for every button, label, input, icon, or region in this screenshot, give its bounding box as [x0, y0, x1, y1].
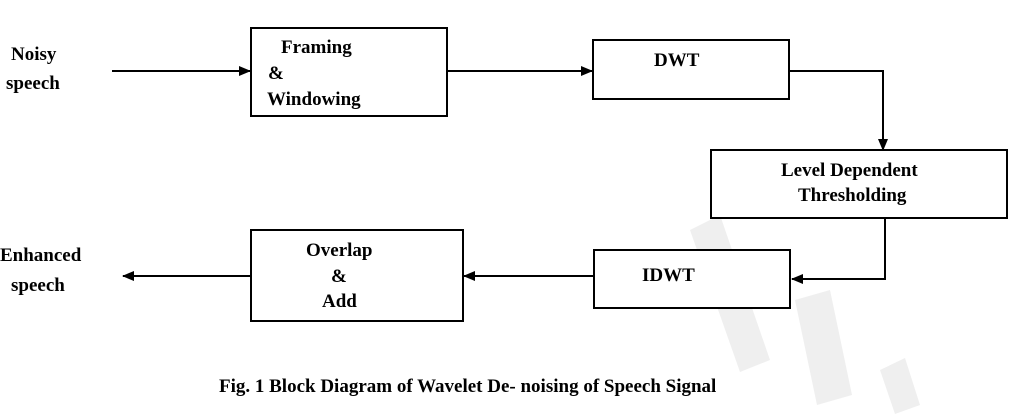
framing-ampersand: & [268, 63, 284, 84]
arrow-dwt-to-threshold [790, 70, 888, 151]
add-label: Add [322, 291, 357, 312]
framing-windowing-block [250, 27, 448, 117]
output-label-line-2: speech [11, 275, 65, 296]
input-label-line-2: speech [6, 73, 60, 94]
level-dependent-thresholding-block [710, 149, 1008, 219]
threshold-label-line-2: Thresholding [798, 185, 907, 206]
input-label-line-1: Noisy [11, 44, 57, 65]
overlap-ampersand: & [331, 266, 347, 287]
arrow-threshold-to-idwt [791, 219, 886, 284]
dwt-block [592, 39, 790, 100]
windowing-label: Windowing [267, 89, 361, 110]
framing-label: Framing [281, 37, 352, 58]
figure-caption: Fig. 1 Block Diagram of Wavelet De- nois… [219, 376, 717, 397]
idwt-block [593, 249, 791, 309]
overlap-label: Overlap [306, 240, 373, 261]
overlap-add-block [250, 229, 464, 322]
output-label-line-1: Enhanced [0, 245, 82, 266]
idwt-label: IDWT [642, 265, 695, 286]
dwt-label: DWT [654, 50, 700, 71]
threshold-label-line-1: Level Dependent [781, 160, 918, 181]
